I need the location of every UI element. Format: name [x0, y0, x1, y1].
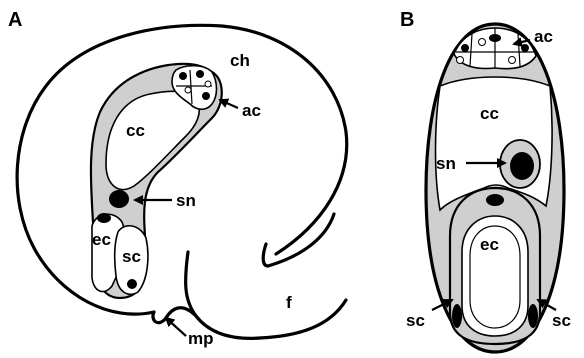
arrow-antipodal-a [220, 100, 238, 108]
label-egg-cell-b: ec [480, 235, 499, 254]
antipodal-nucleus-a2 [196, 70, 204, 78]
label-antipodal-b: ac [534, 27, 553, 46]
egg-cell-b [462, 216, 528, 336]
antipodal-vacuole-b3 [509, 57, 516, 64]
label-central-cell-a: cc [126, 121, 145, 140]
antipodal-nucleus-a3 [202, 92, 210, 100]
synergid-nucleus-a [127, 279, 137, 289]
label-synergid-b-right: sc [552, 311, 571, 330]
antipodal-nucleus-b3 [521, 44, 529, 52]
integument-inner [268, 214, 334, 266]
antipodal-nucleus-a1 [179, 72, 187, 80]
egg-nucleus-a [97, 213, 111, 223]
integument-inner-hook [263, 244, 268, 266]
antipodal-vacuole-a2 [205, 81, 211, 87]
secondary-nucleus-b [510, 152, 534, 180]
label-chalaza: ch [230, 51, 250, 70]
label-secondary-nucleus-b: sn [436, 154, 456, 173]
panel-label-a: A [8, 9, 22, 31]
label-synergid-b-left: sc [406, 311, 425, 330]
label-micropyle: mp [188, 329, 214, 348]
synergid-nucleus-b-left [452, 304, 462, 328]
label-central-cell-b: cc [480, 104, 499, 123]
antipodal-vacuole-a1 [185, 87, 191, 93]
label-antipodal-a: ac [242, 101, 261, 120]
funiculus-line [186, 252, 260, 338]
antipodal-vacuole-b2 [457, 57, 464, 64]
antipodal-nucleus-b2 [461, 44, 469, 52]
label-funiculus: f [286, 293, 292, 312]
funiculus-outer [260, 300, 346, 338]
arrow-micropyle [166, 318, 186, 336]
label-secondary-nucleus-a: sn [176, 191, 196, 210]
secondary-nucleus-a [109, 190, 129, 208]
egg-top-nucleus-b [486, 194, 504, 206]
synergid-nucleus-b-right [528, 304, 538, 328]
antipodal-nucleus-b1 [489, 34, 501, 42]
antipodal-vacuole-b1 [479, 39, 486, 46]
panel-label-b: B [400, 9, 414, 31]
label-synergid-a: sc [122, 247, 141, 266]
label-egg-cell-a: ec [92, 230, 111, 249]
micropyle-outline [153, 308, 196, 323]
